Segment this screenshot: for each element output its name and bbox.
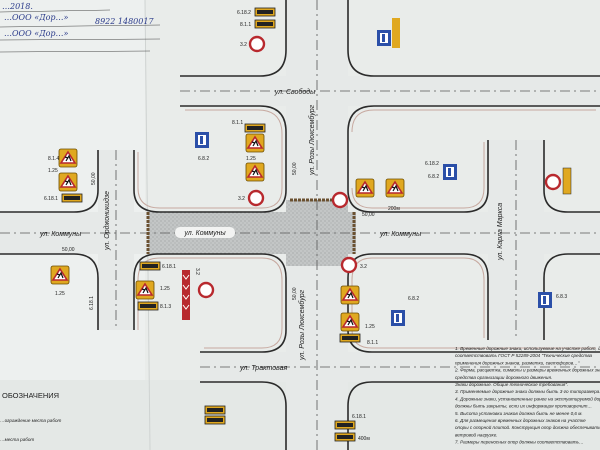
note-line: 7. Размеры переносных опор должны соотве… (455, 440, 584, 445)
sign-code-label: 600м (345, 336, 357, 342)
road-works-sign-icon (135, 280, 155, 300)
sign-code-label: 6.18.1 (89, 296, 95, 310)
sign-group-south: 1.25 8.1.1 600м 6.18.1 400м (204, 285, 378, 442)
detour-sign-icon (443, 164, 457, 180)
note-line: должны быть закрыты, если их информация … (455, 404, 592, 409)
note-line: 2. Форма, расцветка, символы и размеры в… (454, 368, 600, 373)
sign-code-label: 6.18.1 (44, 196, 58, 202)
sign-code-label: 6.18.1 (162, 264, 176, 270)
sign-code-label: 6.8.2 (408, 296, 419, 302)
legend-title: ОБОЗНАЧЕНИЯ (2, 391, 59, 400)
handwritten-line: 8922 1480017 (95, 17, 154, 26)
no-entry-sign-icon (248, 35, 266, 53)
note-line: 4. Дорожные знаки, установленные ранее н… (455, 395, 600, 401)
street-label-rozy-luxemburg: ул. Розы Люксембург (308, 104, 316, 176)
note-line: 1. Временные дорожные знаки, используемы… (455, 346, 600, 351)
road-works-sign-icon (50, 265, 70, 285)
sign-group-karla-marksa: 6.18.2 6.8.2 6.8.3 6.8.2 (391, 161, 572, 326)
sign-code-label: 3.2 (238, 196, 245, 202)
detour-sign-icon (377, 30, 391, 46)
street-labels: ул. Свободы ул. Розы Люксембург ул. Розы… (39, 88, 504, 372)
note-line: средства организации дорожного движения. (455, 375, 552, 380)
road-works-sign-icon (340, 285, 360, 305)
road-works-sign-icon (340, 312, 360, 332)
sign-code-label: 8.1.4 (48, 156, 59, 162)
street-label-svobody: ул. Свободы (274, 88, 316, 96)
detour-sign-icon (538, 292, 552, 308)
dimension-label: 50,00 (91, 172, 97, 185)
dimensions: 50,00 50,00 50,00 50,00 50,00 (62, 162, 375, 300)
dimension-label: 50,00 (292, 287, 298, 300)
sign-group-center-right: 200м 3.2 (331, 178, 405, 274)
street-label-karla-marksa: ул. Карла Маркса (497, 203, 504, 261)
handwritten-line: …2018. (2, 2, 33, 11)
note-line: ветровой нагрузке. (455, 431, 498, 437)
sign-code-label: 1.25 (160, 286, 170, 292)
detour-sign-icon (391, 310, 405, 326)
sign-code-label: 8.1.1 (367, 340, 378, 346)
legend-item: …места работ (0, 437, 34, 442)
legend-item: …ограждение места работ (0, 418, 61, 423)
sign-code-label: 1.25 (55, 291, 65, 297)
handwritten-header: …2018. …ООО «Дор…» 8922 1480017 …ООО «До… (0, 2, 161, 53)
sign-code-label: 6.8.2 (428, 174, 439, 180)
note-line: 6. Для размещения временных дорожных зна… (455, 418, 586, 423)
note-line: 3. Применяемые дорожные знаки должны быт… (455, 389, 600, 394)
dimension-label: 50,00 (362, 212, 375, 218)
sign-code-label: 200м (388, 206, 400, 212)
legend: ОБОЗНАЧЕНИЯ …ограждение места работ …мес… (0, 391, 61, 442)
note-line: соответствовать ГОСТ Р 52289-2004 "Техни… (455, 353, 593, 358)
sign-code-label: 6.8.2 (198, 156, 209, 162)
sign-code-label: 8.1.3 (160, 304, 171, 310)
street-label-kommuny: ул. Коммуны (379, 231, 422, 238)
sign-code-label: 400м (358, 436, 370, 442)
road-works-sign-icon (355, 178, 375, 198)
street-label-traktovaya: ул. Трактовая (239, 365, 288, 372)
sign-code-label: 8.1.1 (232, 120, 243, 126)
sign-code-label: 6.8.3 (556, 294, 567, 300)
road-works-sign-icon (245, 162, 265, 182)
sign-code-label: 6.18.2 (425, 161, 439, 167)
no-entry-sign-icon (340, 256, 358, 274)
handwritten-line: …ООО «Дор…» (4, 29, 69, 38)
sign-group-far-left: 8.1.4 1.25 6.18.1 (44, 148, 83, 203)
street-label-kommuny: ул. Коммуны (39, 231, 82, 238)
sign-code-label: 8.1.1 (240, 22, 251, 28)
general-notes: 1. Временные дорожные знаки, используемы… (454, 346, 600, 445)
street-label-kommuny: ул. Коммуны (183, 230, 226, 237)
sign-group-sw: 6.18.1 1.25 8.1.3 1.25 6.18.1 3.2 (50, 261, 215, 320)
note-line: 5. Высота установки знаков должна быть н… (455, 411, 583, 416)
sign-code-label: 6.18.1 (352, 414, 366, 420)
note-line: опоры с опорной плитой. Конструкция опор… (455, 424, 600, 430)
no-entry-sign-icon (247, 189, 265, 207)
sign-group-top: 6.18.2 8.1.1 3.2 (237, 7, 276, 53)
no-entry-sign-icon (331, 191, 349, 209)
handwritten-line: …ООО «Дор…» (4, 13, 69, 22)
sign-group-nw: 6.8.2 8.1.1 1.25 3.2 (195, 120, 266, 207)
sign-code-label: 1.25 (246, 156, 256, 162)
road-works-sign-icon (58, 172, 78, 192)
dimension-label: 50,00 (292, 162, 298, 175)
sign-code-label: 3.2 (360, 264, 367, 270)
detour-sign-icon (195, 132, 209, 148)
sign-code-label: 3.2 (240, 42, 247, 48)
sign-code-label: 3.2 (194, 268, 200, 275)
sign-code-label: 1.25 (365, 324, 375, 330)
no-entry-sign-icon (197, 281, 215, 299)
sign-code-label: 6.18.2 (237, 10, 251, 16)
road-works-sign-icon (58, 148, 78, 168)
road-works-sign-icon (245, 133, 265, 153)
no-entry-sign-icon (544, 173, 562, 191)
dimension-label: 50,00 (62, 247, 75, 253)
street-label-ordzhonikidze: ул. Орджоникидзе (103, 191, 111, 251)
sign-code-label: 1.25 (48, 168, 58, 174)
street-label-rozy-luxemburg: ул. Розы Люксембург (298, 289, 306, 361)
note-line: применения дорожных знаков, разметки, св… (455, 360, 580, 365)
note-line: Знаки дорожные. Общие технические требов… (455, 382, 568, 387)
road-works-sign-icon (385, 178, 405, 198)
